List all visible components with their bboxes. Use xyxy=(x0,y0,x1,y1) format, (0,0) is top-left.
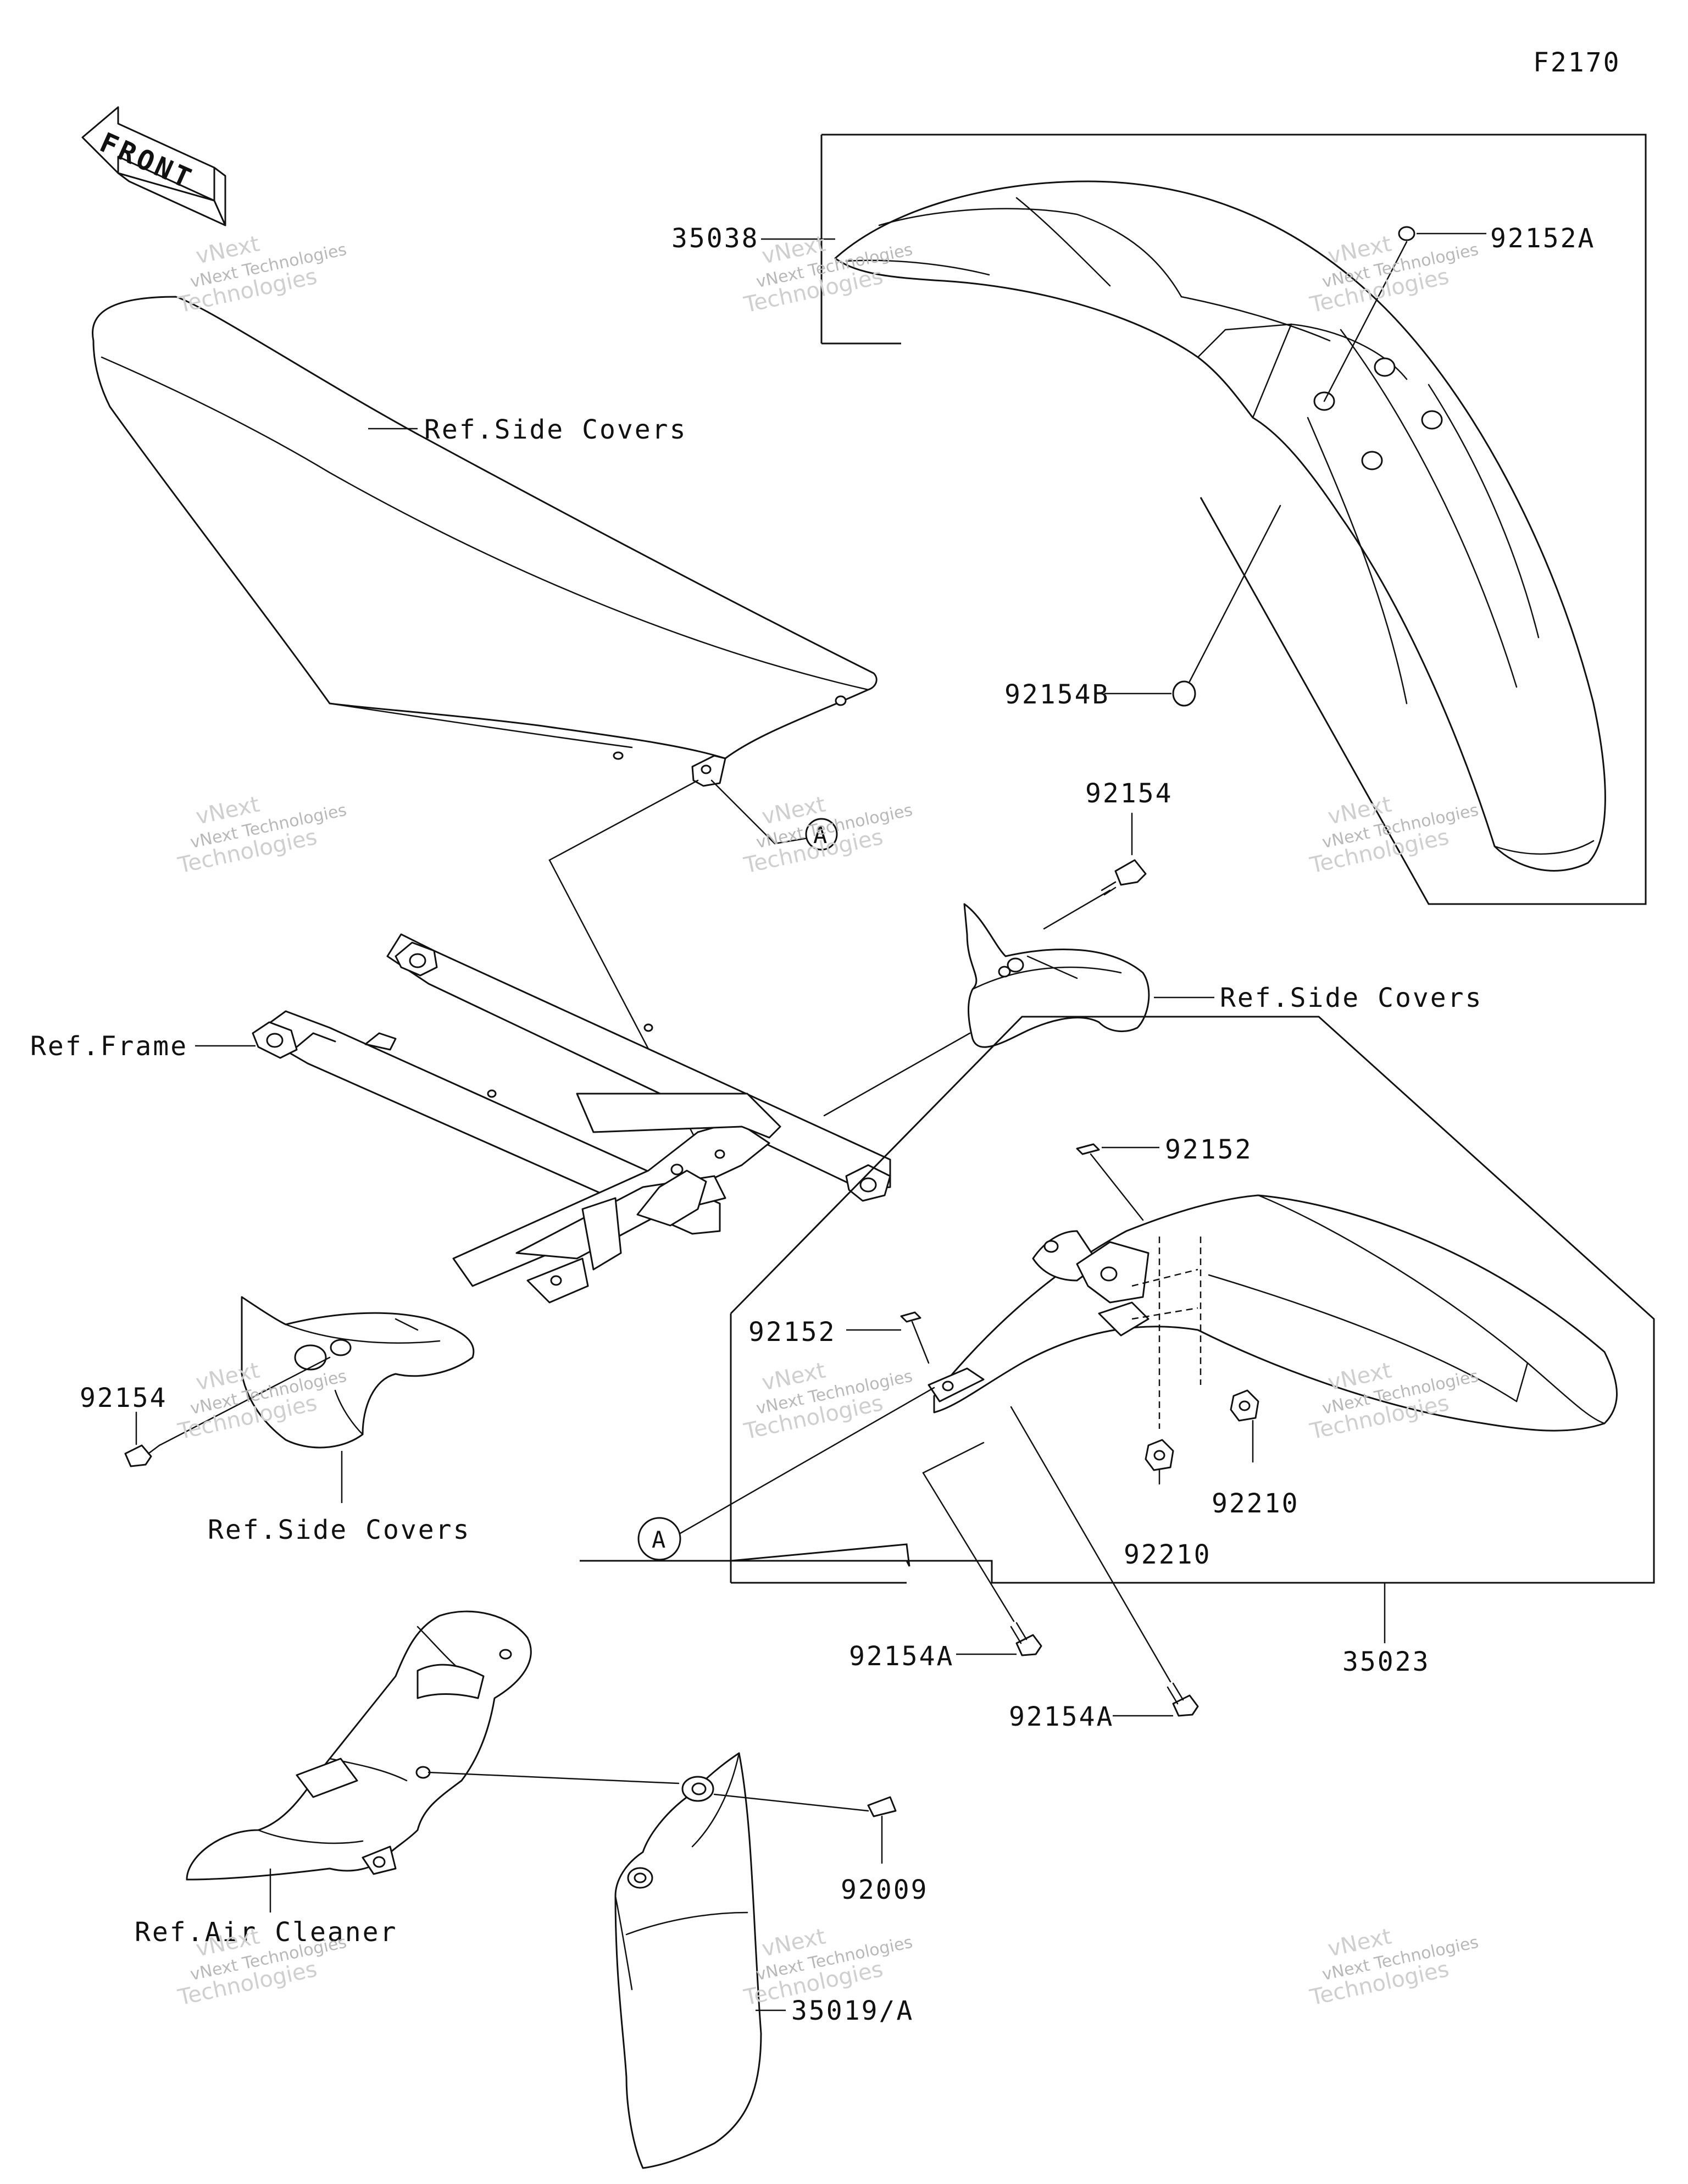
front-fender-box xyxy=(821,134,1647,905)
screw-92154A-2 xyxy=(1010,1406,1199,1717)
label-92154-top: 92154 xyxy=(1085,778,1173,809)
subframe xyxy=(252,933,891,1304)
screw-92009 xyxy=(713,1793,897,1864)
label-35038: 35038 xyxy=(671,223,759,254)
callout-A-seat: A xyxy=(710,779,838,851)
rear-fender-box xyxy=(580,1016,1655,1584)
rear-fender xyxy=(933,1194,1618,1432)
pad-92152-top xyxy=(1076,1143,1100,1155)
diagram-code: F2170 xyxy=(1533,47,1621,78)
front-fender-group xyxy=(820,134,1647,905)
side-cover-right xyxy=(963,903,1150,1048)
screw-92154A-1 xyxy=(922,1442,1042,1656)
label-92154A-2: 92154A xyxy=(1009,1701,1114,1732)
label-35019A: 35019/A xyxy=(791,1995,914,2026)
label-92154A-1: 92154A xyxy=(849,1641,954,1672)
callout-A-lower: A xyxy=(637,1387,935,1561)
pad-92152-left xyxy=(900,1311,921,1323)
screw-92154B xyxy=(1172,505,1281,707)
label-92210-right: 92210 xyxy=(1212,1488,1300,1519)
screw-92154-top xyxy=(1043,812,1147,930)
label-92152-top: 92152 xyxy=(1165,1134,1253,1165)
label-ref-side-covers-seat: Ref.Side Covers xyxy=(424,414,687,445)
nut-92210-left xyxy=(1145,1439,1174,1471)
label-92152A: 92152A xyxy=(1490,223,1595,254)
seat xyxy=(92,296,878,787)
side-cover-left xyxy=(241,1296,475,1449)
label-ref-side-covers-right: Ref.Side Covers xyxy=(1220,983,1482,1013)
label-ref-side-covers-left: Ref.Side Covers xyxy=(208,1515,470,1545)
pad-92152A xyxy=(1398,226,1415,241)
label-92210-left: 92210 xyxy=(1124,1539,1212,1570)
label-ref-frame: Ref.Frame xyxy=(30,1031,188,1062)
label-92154B: 92154B xyxy=(1004,679,1109,710)
nut-92210-right xyxy=(1230,1389,1259,1422)
front-fender xyxy=(834,180,1606,872)
air-cleaner-housing xyxy=(186,1610,532,1881)
label-92152-left: 92152 xyxy=(748,1317,836,1348)
label-92154-left: 92154 xyxy=(80,1383,168,1413)
callout-A-lower-label: A xyxy=(652,1526,665,1553)
label-35023: 35023 xyxy=(1342,1647,1430,1677)
rear-fender-group xyxy=(580,1016,1655,1584)
label-ref-air-cleaner: Ref.Air Cleaner xyxy=(135,1917,397,1948)
screw-92154-left xyxy=(124,1411,160,1467)
label-92009: 92009 xyxy=(841,1875,929,1905)
shroud-35019A xyxy=(614,1752,762,2169)
callout-A-seat-label: A xyxy=(813,822,827,849)
front-arrow-icon: FRONT xyxy=(81,106,226,226)
